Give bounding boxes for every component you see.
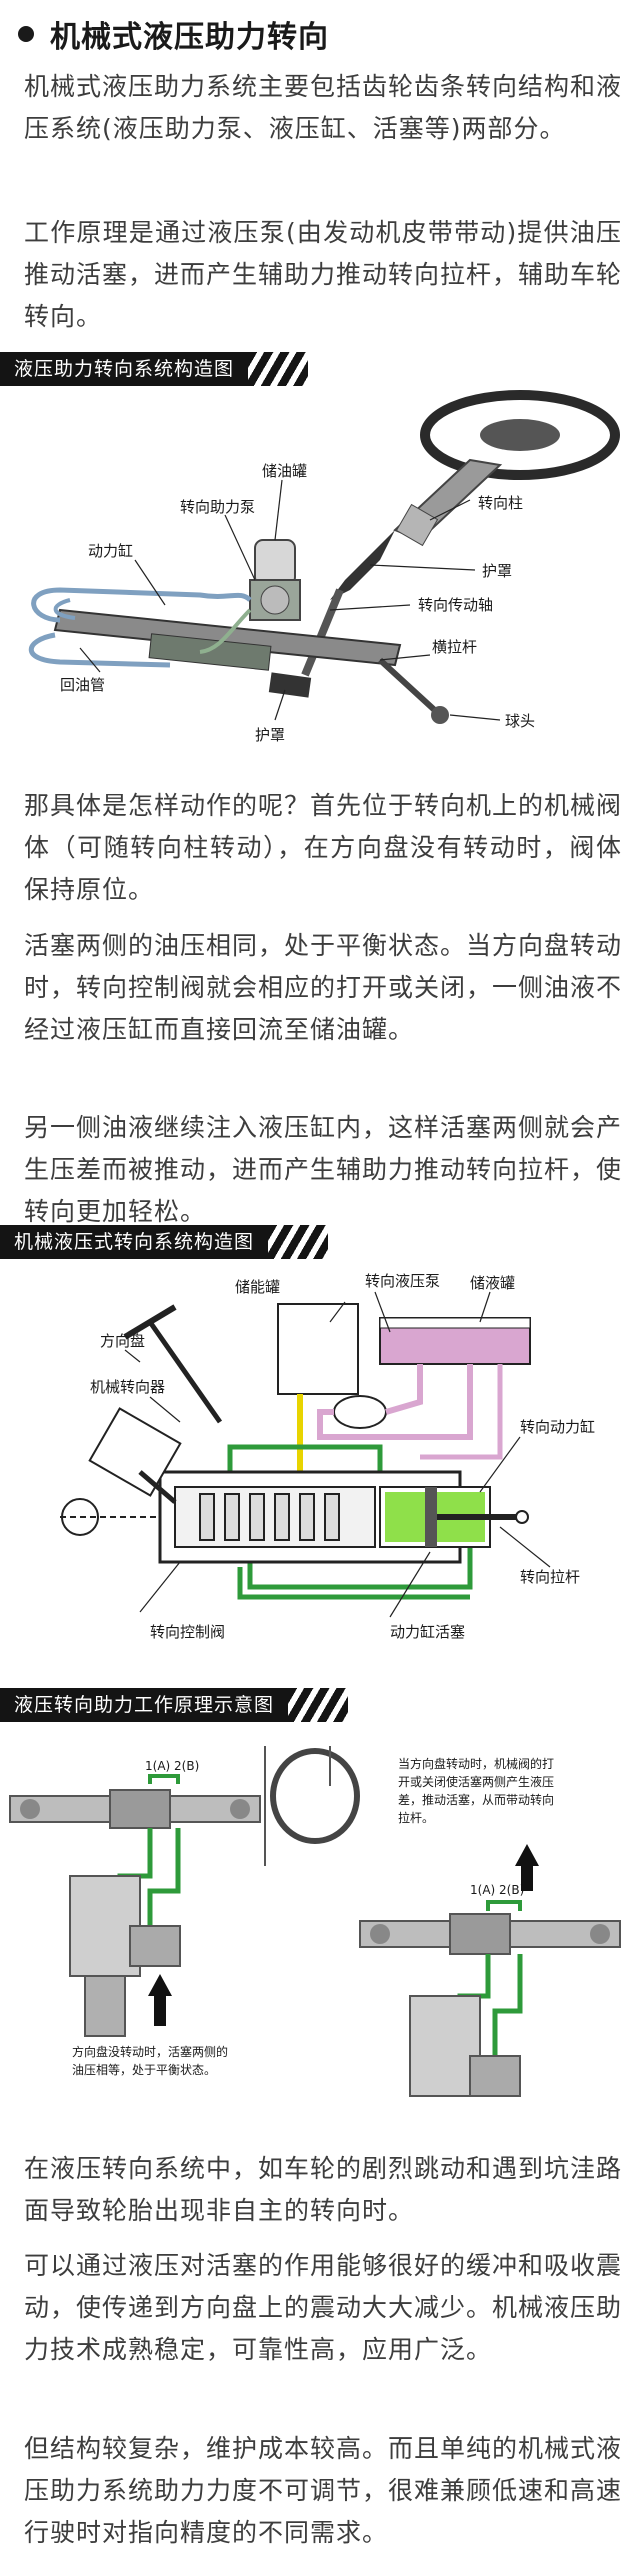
figure2-hydraulic-system: 储能罐 转向液压泵 储液罐 方向盘 机械转向器 转向动力缸 转向拉杆 转向控制阀… (0, 1262, 640, 1657)
paragraph-principle: 工作原理是通过液压泵(由发动机皮带带动)提供油压推动活塞，进而产生辅助力推动转向… (24, 218, 623, 331)
paragraph-operation: 那具体是怎样动作的呢？首先位于转向机上的机械阀体（可随转向柱转动），在方向盘没有… (24, 791, 623, 904)
label-boot-top: 护罩 (482, 562, 512, 580)
section-heading: 机械式液压助力转向 (18, 14, 329, 55)
paragraph-drawbacks: 但结构较复杂，维护成本较高。而且单纯的机械式液压助力系统助力力度不可调节，很难兼… (24, 2434, 623, 2547)
banner-stripes (268, 1225, 329, 1259)
ports-right: 1(A) 2(B) (470, 1883, 524, 1897)
label-hydraulic-pump: 转向液压泵 (365, 1272, 440, 1290)
figure3-banner: 液压转向助力工作原理示意图 (0, 1688, 349, 1722)
label-column: 转向柱 (478, 494, 523, 512)
note-right-line4: 拉杆。 (398, 1810, 434, 1825)
label-cylinder: 动力缸 (88, 542, 133, 560)
figure3-banner-label: 液压转向助力工作原理示意图 (0, 1688, 289, 1722)
label-return-pipe: 回油管 (60, 676, 105, 694)
note-left: 方向盘没转动时，活塞两侧的 油压相等，处于平衡状态。 (72, 2044, 232, 2077)
paragraph-road-shock: 在液压转向系统中，如车轮的剧烈跳动和遇到坑洼路面导致轮胎出现非自主的转向时。 (24, 2154, 623, 2225)
note-right-line3: 差，推动活塞，从而带动转向 (398, 1792, 554, 1807)
bullet-icon (18, 26, 34, 42)
note-left-line1: 方向盘没转动时，活塞两侧的 (72, 2044, 228, 2059)
label-boot-bottom: 护罩 (255, 726, 285, 744)
label-steering-wheel: 方向盘 (100, 1332, 145, 1350)
label-piston: 动力缸活塞 (390, 1623, 465, 1641)
figure1-banner-label: 液压助力转向系统构造图 (0, 352, 249, 386)
ports-left: 1(A) 2(B) (145, 1759, 199, 1773)
note-left-line2: 油压相等，处于平衡状态。 (72, 2063, 216, 2077)
label-reservoir: 储油罐 (262, 462, 307, 480)
paragraph-intro: 机械式液压助力系统主要包括齿轮齿条转向结构和液压系统(液压助力泵、液压缸、活塞等… (24, 72, 623, 143)
page-title: 机械式液压助力转向 (50, 20, 329, 55)
figure1-steering-system: 储油罐 转向助力泵 动力缸 转向柱 护罩 转向传动轴 横拉杆 回油管 球头 护罩 (0, 390, 640, 760)
paragraph-pressure: 另一侧油液继续注入液压缸内，这样活塞两侧就会产生压差而被推动，进而产生辅助力推动… (24, 1113, 623, 1226)
figure2-banner-label: 机械液压式转向系统构造图 (0, 1225, 269, 1259)
note-right: 当方向盘转动时，机械阀的打 开或关闭使活塞两侧产生液压 差，推动活塞，从而带动转… (398, 1756, 558, 1825)
label-pump: 转向助力泵 (180, 498, 255, 516)
label-shaft: 转向传动轴 (418, 596, 493, 614)
label-steering-gear: 机械转向器 (90, 1378, 165, 1396)
paragraph-balance: 活塞两侧的油压相同，处于平衡状态。当方向盘转动时，转向控制阀就会相应的打开或关闭… (24, 931, 623, 1044)
figure2-banner: 机械液压式转向系统构造图 (0, 1225, 329, 1259)
banner-stripes (248, 352, 309, 386)
label-tie-rod: 转向拉杆 (520, 1568, 580, 1586)
label-fluid-reservoir: 储液罐 (470, 1274, 515, 1292)
label-ball-joint: 球头 (505, 712, 535, 730)
label-accumulator: 储能罐 (235, 1278, 280, 1296)
label-control-valve: 转向控制阀 (150, 1623, 225, 1641)
banner-stripes (288, 1688, 349, 1722)
paragraph-damping: 可以通过液压对活塞的作用能够很好的缓冲和吸收震动，使传递到方向盘上的震动大大减少… (24, 2251, 623, 2364)
note-right-line2: 开或关闭使活塞两侧产生液压 (398, 1774, 554, 1789)
figure1-banner: 液压助力转向系统构造图 (0, 352, 309, 386)
label-tie-rod: 横拉杆 (432, 638, 477, 656)
note-right-line1: 当方向盘转动时，机械阀的打 (398, 1756, 554, 1771)
figure3-working-principle: 1(A) 2(B) 方向盘没转动时，活塞两侧的 油压相等，处于平衡状态。 1(A… (0, 1726, 640, 2130)
label-power-cylinder: 转向动力缸 (520, 1418, 595, 1436)
